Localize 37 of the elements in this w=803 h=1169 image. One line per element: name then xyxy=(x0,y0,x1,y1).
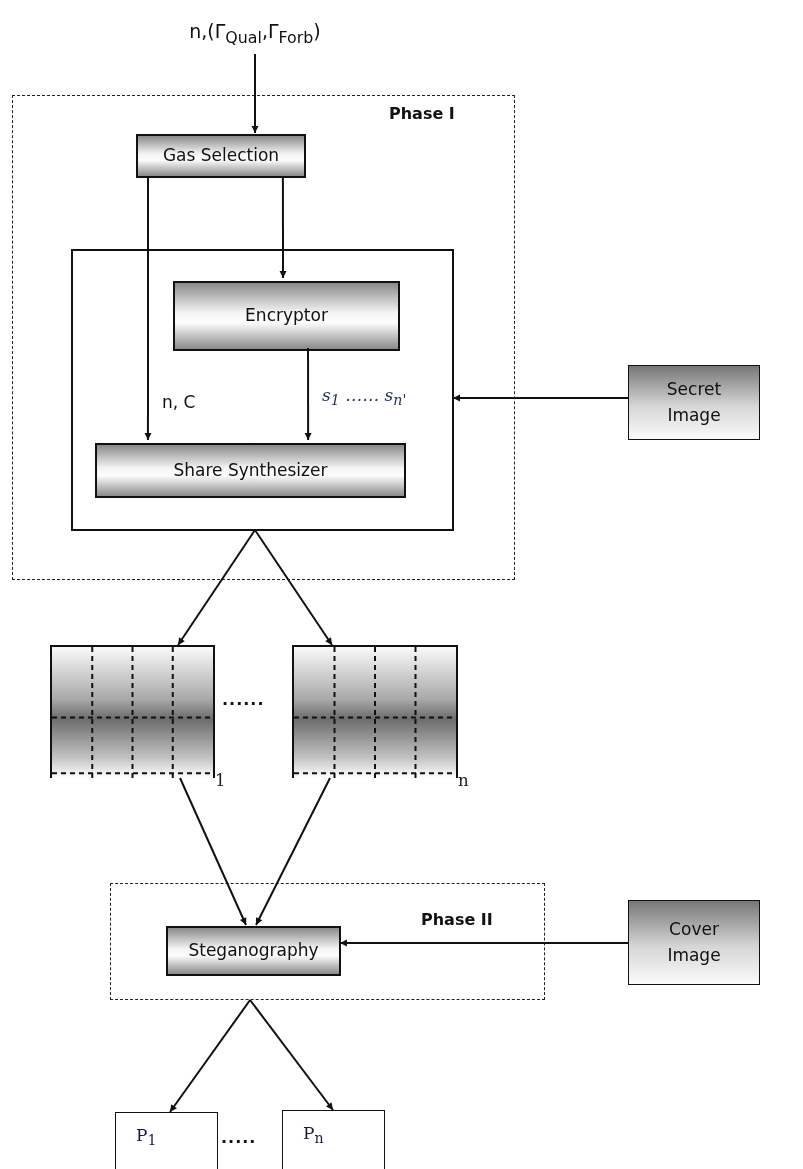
output-box xyxy=(282,1110,385,1169)
phase-heading: Phase I xyxy=(389,104,455,123)
module-box xyxy=(71,249,454,531)
output-box xyxy=(115,1112,218,1169)
ellipsis: ...... xyxy=(222,690,265,709)
share-index: 1 xyxy=(215,770,226,790)
ellipsis: ..... xyxy=(221,1128,257,1147)
phase-region xyxy=(110,883,545,1000)
process-box xyxy=(95,443,406,498)
arrow xyxy=(179,777,248,926)
arrow xyxy=(255,777,331,926)
node-label: Steganography xyxy=(188,939,319,963)
input-box xyxy=(628,900,760,985)
node-label: P$_{1}$ xyxy=(136,1124,157,1151)
node-label: Cover Image xyxy=(666,918,722,967)
process-box xyxy=(173,281,400,351)
arrow xyxy=(251,53,259,134)
node-label: Share Synthesizer xyxy=(173,458,328,482)
share-index: n xyxy=(458,770,469,790)
process-box xyxy=(166,926,341,976)
arrow xyxy=(254,529,333,646)
input-box xyxy=(628,365,760,440)
arrow xyxy=(452,394,629,402)
arrow xyxy=(249,999,334,1111)
arrow xyxy=(279,176,287,279)
process-box xyxy=(136,134,306,178)
node-label: P$_{n}$ xyxy=(303,1122,324,1149)
phase-region xyxy=(12,95,515,580)
node-label: Encryptor xyxy=(245,304,328,328)
node-label: Gas Selection xyxy=(162,144,280,168)
edge-label: n, C xyxy=(160,392,198,412)
phase-heading: Phase II xyxy=(421,910,493,929)
node-label: Secret Image xyxy=(665,378,723,427)
arrow xyxy=(169,999,252,1113)
arrow xyxy=(177,529,256,646)
input-label: n,(Γ$_{Qual}$,Γ$_{Forb}$) xyxy=(189,18,321,49)
arrow xyxy=(144,176,152,441)
